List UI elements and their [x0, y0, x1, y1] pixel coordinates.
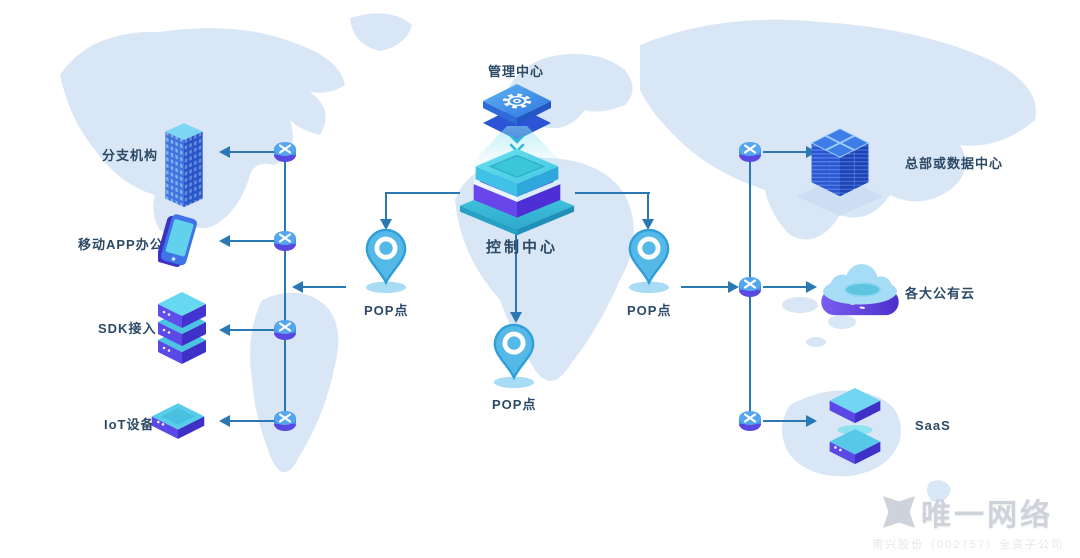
arrowhead-pop-middle-down — [510, 312, 522, 323]
arrowhead-to-mobile — [219, 235, 230, 247]
brand-crossed-arrows-icon — [883, 496, 916, 528]
saas-label: SaaS — [915, 418, 951, 433]
management-center-label: 管理中心 — [488, 64, 545, 79]
server-stack-icon — [158, 292, 206, 364]
arrowhead-to-iot — [219, 415, 230, 427]
watermark-brand-text: 唯一网络 — [921, 499, 1054, 532]
left-trunk-line — [284, 152, 286, 422]
arrowhead-pop-right — [728, 281, 739, 293]
network-node-icon — [274, 320, 296, 340]
link-trunk-to-branch — [230, 151, 285, 153]
pop-point-label: POP点 — [627, 303, 672, 318]
public-cloud-icon — [821, 264, 899, 316]
gear-icon — [502, 93, 532, 109]
iot-device-icon — [151, 403, 205, 439]
datacenter-icon — [796, 128, 884, 217]
glow-beam — [469, 126, 565, 166]
network-node-icon — [274, 142, 296, 162]
sdk-access-label: SDK接入 — [98, 321, 157, 336]
control-center-label: 控制中心 — [486, 239, 559, 256]
management-center-icon — [483, 84, 551, 140]
link-trunk-to-datacenter — [763, 151, 806, 153]
branch-office-label: 分支机构 — [102, 148, 159, 163]
control-center-icon — [459, 148, 575, 236]
link-trunk-to-sdk — [230, 329, 285, 331]
network-node-icon — [739, 142, 761, 162]
saas-boxes-icon — [829, 387, 881, 465]
link-trunk-to-saas — [763, 420, 806, 422]
datacenter-label: 总部或数据中心 — [905, 156, 1004, 171]
link-trunk-to-iot — [230, 420, 285, 422]
iot-device-label: IoT设备 — [104, 417, 155, 432]
arrowhead-to-branch — [219, 146, 230, 158]
link-control-to-pop-right-h — [575, 192, 650, 194]
arrowhead-pop-left — [292, 281, 303, 293]
network-node-icon — [274, 231, 296, 251]
mobile-app-label: 移动APP办公 — [78, 237, 164, 252]
pop-point-label: POP点 — [492, 397, 537, 412]
link-pop-right-to-trunk — [681, 286, 728, 288]
office-building-icon — [165, 123, 203, 208]
link-pop-left-to-trunk — [303, 286, 346, 288]
pop-point-label: POP点 — [364, 303, 409, 318]
link-trunk-to-cloud — [763, 286, 806, 288]
pop-point-pin-icon — [493, 323, 535, 389]
pop-point-pin-icon — [365, 228, 407, 294]
watermark: 唯一网络 南兴股份（002757）全资子公司 — [872, 490, 1064, 552]
network-node-icon — [739, 277, 761, 297]
arrowhead-pop-left-down — [380, 219, 392, 230]
link-control-to-pop-left-v — [385, 192, 387, 219]
watermark-subtext: 南兴股份（002757）全资子公司 — [872, 539, 1064, 551]
network-node-icon — [274, 411, 296, 431]
link-control-to-pop-right-v — [647, 192, 649, 219]
smartphone-icon — [158, 214, 197, 267]
link-trunk-to-mobile — [230, 240, 285, 242]
arrowhead-pop-right-down — [642, 219, 654, 230]
public-cloud-label: 各大公有云 — [905, 286, 976, 301]
network-node-icon — [739, 411, 761, 431]
link-control-to-pop-left-h — [386, 192, 460, 194]
arrowhead-to-saas — [806, 415, 817, 427]
arrowhead-to-datacenter — [806, 146, 817, 158]
arrowhead-to-sdk — [219, 324, 230, 336]
arrowhead-to-cloud — [806, 281, 817, 293]
link-control-to-pop-middle — [515, 228, 517, 312]
pop-point-pin-icon — [628, 228, 670, 294]
